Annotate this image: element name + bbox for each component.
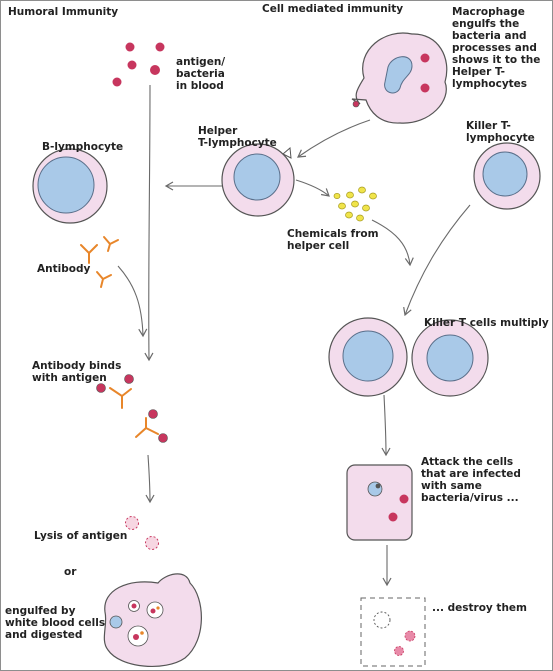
arrows [117, 84, 471, 587]
antibody-y [103, 236, 119, 252]
antibody-binds-label: Antibody binds with antigen [32, 360, 122, 384]
antibody-label: Antibody [37, 263, 91, 275]
antigen-dot [112, 77, 122, 87]
lysed-antigen [125, 516, 159, 550]
nucleus [426, 334, 474, 382]
antigen-dot [127, 60, 137, 70]
or-label: or [64, 566, 77, 578]
antibody-y [96, 271, 112, 288]
arrow-binding-to-lysis [145, 454, 155, 504]
helper-t-lymphocyte-label: Helper T-lymphocyte [198, 125, 277, 149]
antibody-y [80, 244, 98, 264]
killer-t-lymphocyte-cell [473, 142, 541, 210]
antigen-dot [155, 42, 165, 52]
antibody-antigen-complex [135, 409, 168, 443]
humoral-immunity-title: Humoral Immunity [8, 6, 119, 18]
macrophage-cell [351, 32, 448, 124]
nucleus [109, 615, 123, 629]
killer-multiply-label: Killer T cells multiply [424, 317, 549, 329]
macrophage-label: Macrophage engulfs the bacteria and proc… [452, 6, 541, 90]
antigen-dot [150, 65, 160, 75]
infected-cell [346, 464, 413, 541]
arrow-chemicals-to-multiply [371, 219, 414, 267]
engulfed-label: engulfed by white blood cells and digest… [5, 605, 106, 641]
antigen-cluster [112, 42, 165, 87]
nucleus [384, 56, 413, 94]
arrow-antibody-to-binding [117, 265, 148, 338]
killer-t-lymphocyte-label: Killer T- lymphocyte [466, 120, 535, 144]
b-lymphocyte-cell [32, 148, 108, 224]
arrow-antigen-to-binding [144, 84, 154, 362]
chemicals-label: Chemicals from helper cell [287, 228, 379, 252]
antigen-dot [125, 42, 135, 52]
nucleus [482, 151, 528, 197]
killer-t-cell-clone [328, 317, 408, 397]
nucleus [367, 481, 383, 497]
antibody-group [80, 236, 119, 288]
destroyed-cell [360, 597, 426, 667]
helper-t-lymphocyte-cell [221, 143, 295, 217]
chemical-dots [333, 186, 377, 222]
white-blood-cell [103, 573, 202, 668]
killer-t-cell-clone [411, 319, 489, 397]
attack-label: Attack the cells that are infected with … [421, 456, 521, 504]
arrow-killer-to-multiply [403, 204, 471, 317]
nucleus [342, 330, 394, 382]
arrow-helper-to-chemicals [295, 179, 330, 197]
cell-mediated-title: Cell mediated immunity [262, 3, 404, 15]
nucleus [233, 153, 281, 201]
destroy-label: ... destroy them [432, 602, 527, 614]
arrow-macrophage-to-helper [297, 119, 371, 158]
antigen-label: antigen/ bacteria in blood [176, 56, 226, 92]
nucleus [37, 156, 95, 214]
antibody-antigen-complex [96, 374, 134, 409]
arrow-multiply-to-attack [381, 394, 391, 457]
lysis-label: Lysis of antigen [34, 530, 128, 542]
b-lymphocyte-label: B-lymphocyte [42, 141, 124, 153]
